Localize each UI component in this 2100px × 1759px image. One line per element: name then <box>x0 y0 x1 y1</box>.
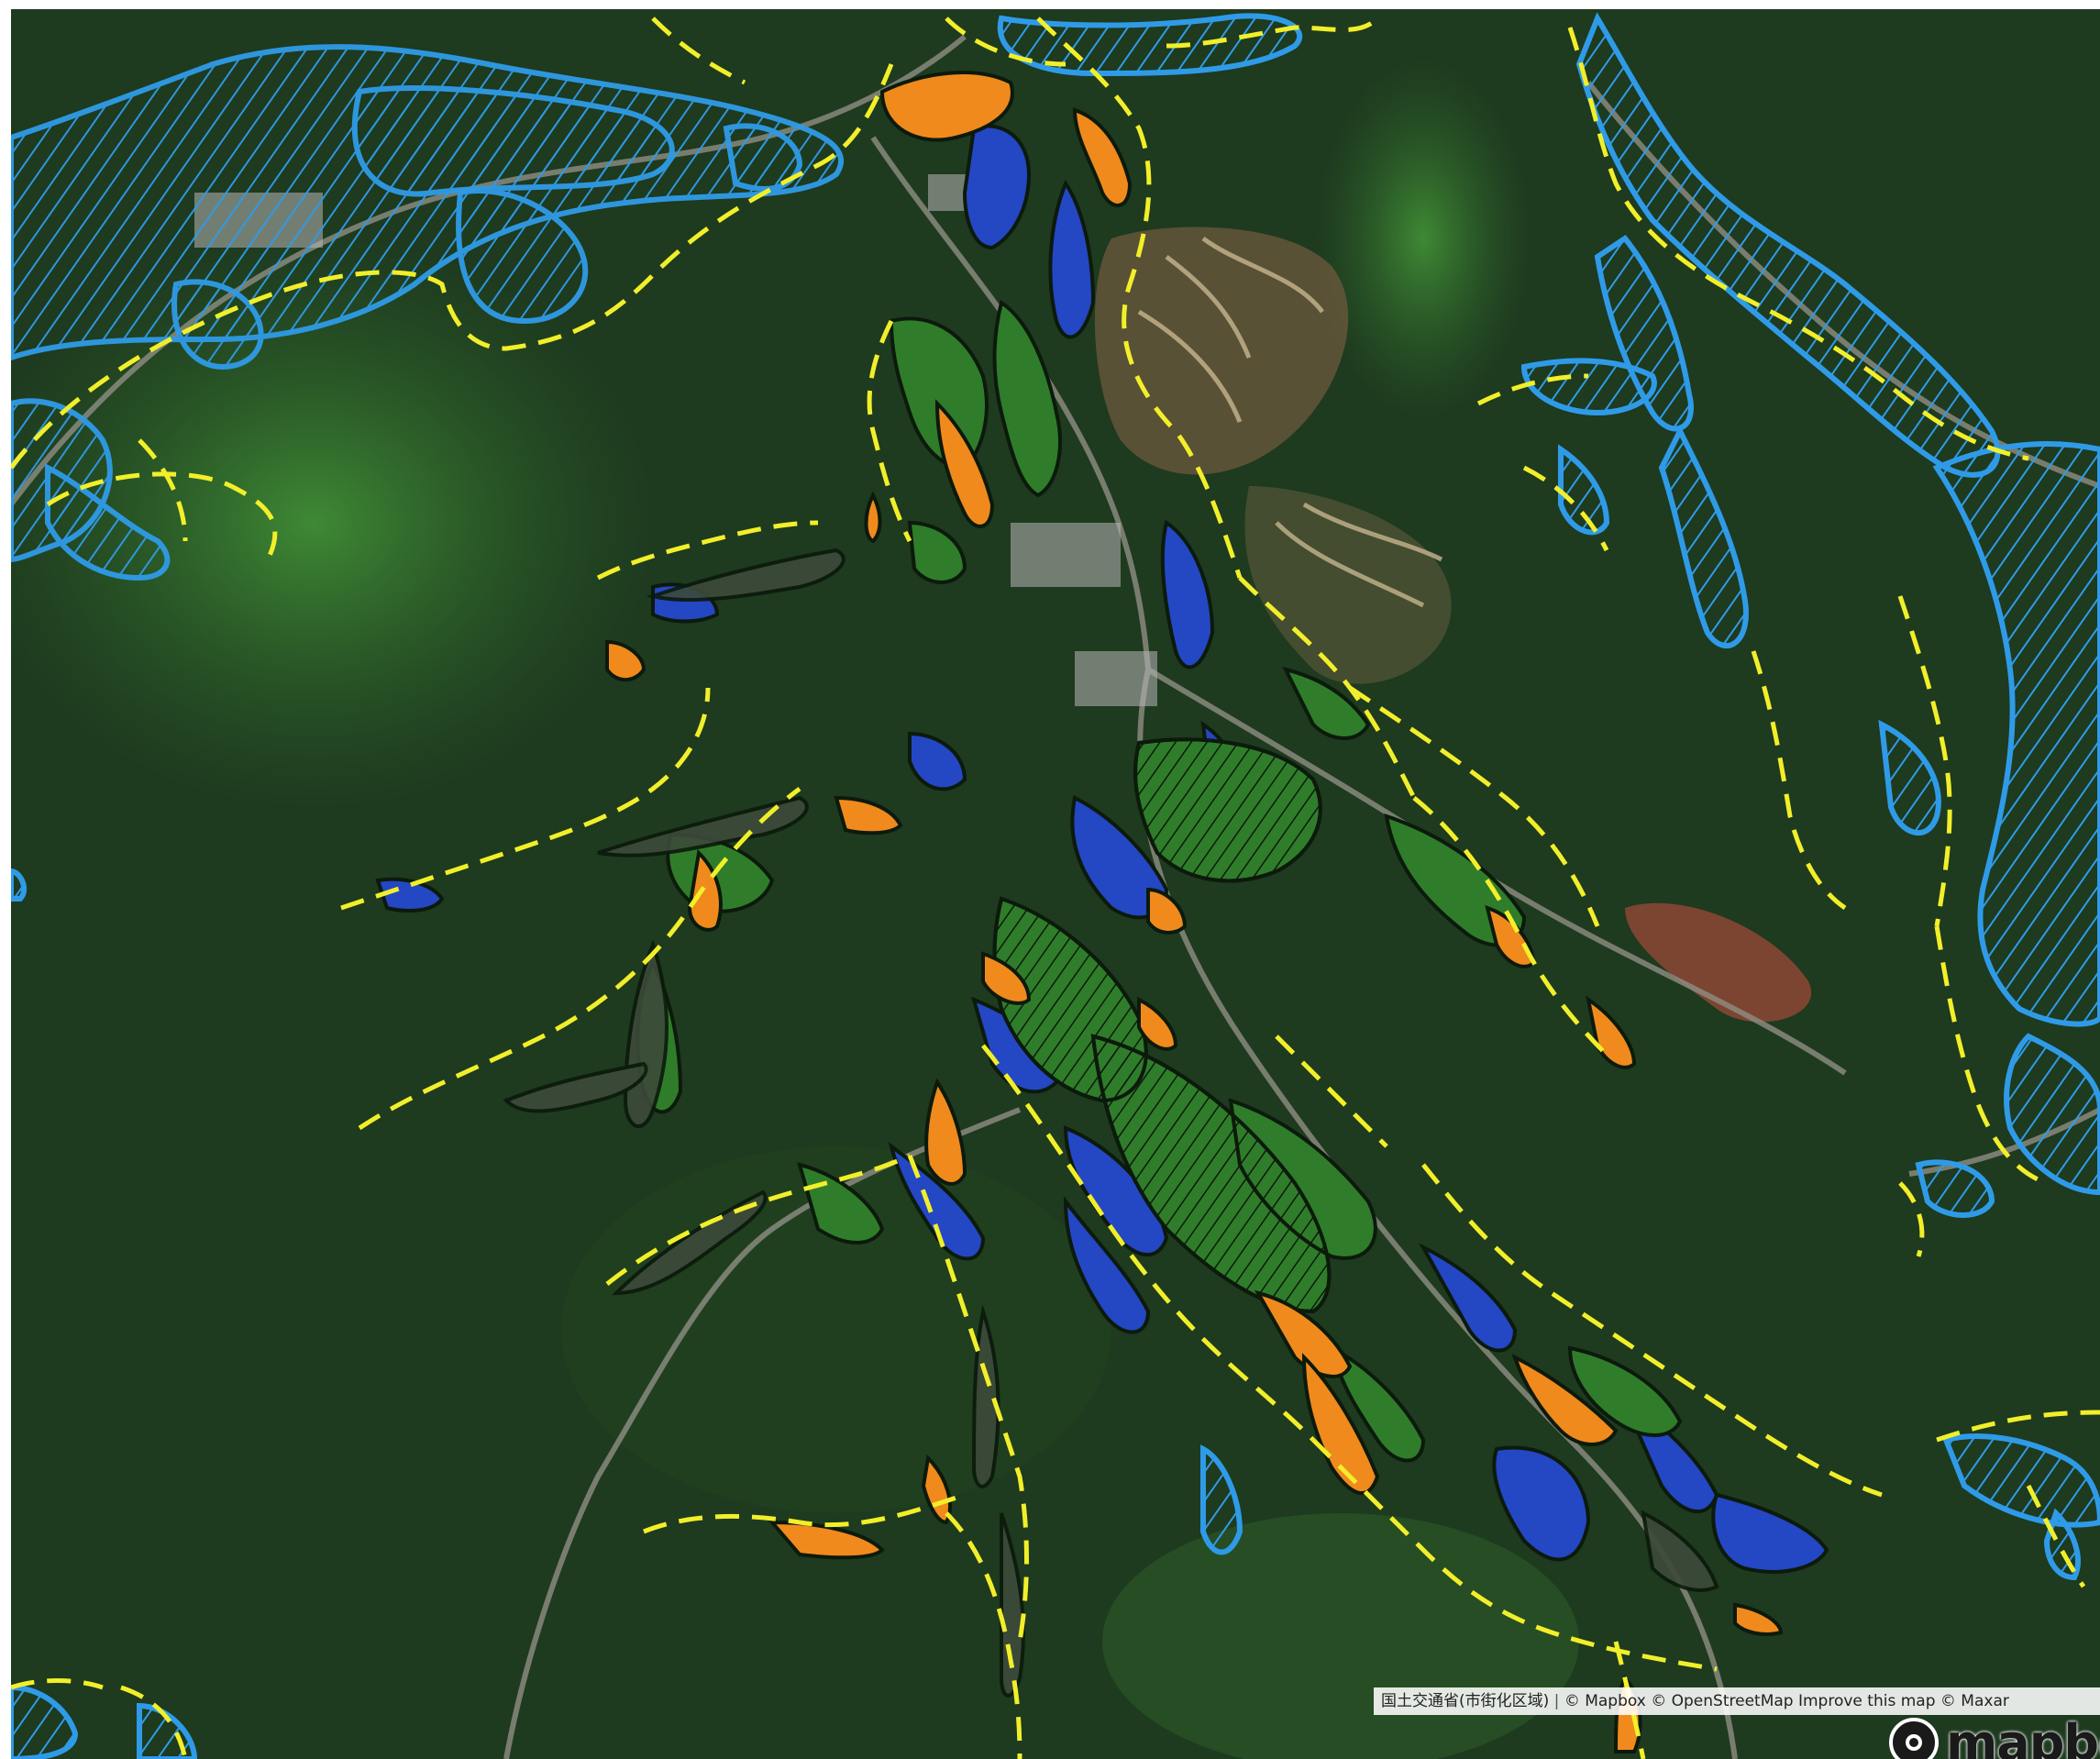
light-blue-parcels-east <box>1878 441 2100 1581</box>
striped-farmland <box>992 737 1332 1314</box>
light-forest-area <box>1313 55 1533 422</box>
mapbox-compass-icon <box>1889 1718 1939 1759</box>
yellow-dashed-boundaries <box>11 17 2100 1759</box>
improve-map-link[interactable]: Improve this map <box>1797 1692 1936 1710</box>
landslide-area <box>1244 486 1452 684</box>
light-blue-parcels-northwest <box>11 44 845 581</box>
dark-parcel-strips <box>503 548 1719 1698</box>
attribution-maxar-link[interactable]: © Maxar <box>1940 1692 2009 1710</box>
dark-blue-parcels <box>375 124 1829 1574</box>
satellite-map[interactable] <box>11 9 2100 1759</box>
map-canvas[interactable]: 国土交通省(市街化区域) | © Mapbox © OpenStreetMap … <box>11 9 2100 1759</box>
landslide-streaks <box>1137 236 1443 608</box>
landslide-area <box>1625 902 1812 1023</box>
attribution-source[interactable]: 国土交通省(市街化区域) <box>1381 1692 1550 1710</box>
attribution-separator: | <box>1553 1692 1560 1710</box>
attribution-osm-link[interactable]: © OpenStreetMap <box>1651 1692 1794 1710</box>
light-forest-area <box>1102 1513 1579 1759</box>
attribution-mapbox-link[interactable]: © Mapbox <box>1564 1692 1646 1710</box>
map-attribution: 国土交通省(市街化区域) | © Mapbox © OpenStreetMap … <box>1374 1687 2100 1715</box>
mapbox-logo[interactable]: mapbox <box>1889 1713 2100 1759</box>
light-blue-parcels-northeast <box>997 12 2001 649</box>
mapbox-wordmark: mapbox <box>1946 1713 2100 1759</box>
light-forest-area <box>11 229 662 816</box>
